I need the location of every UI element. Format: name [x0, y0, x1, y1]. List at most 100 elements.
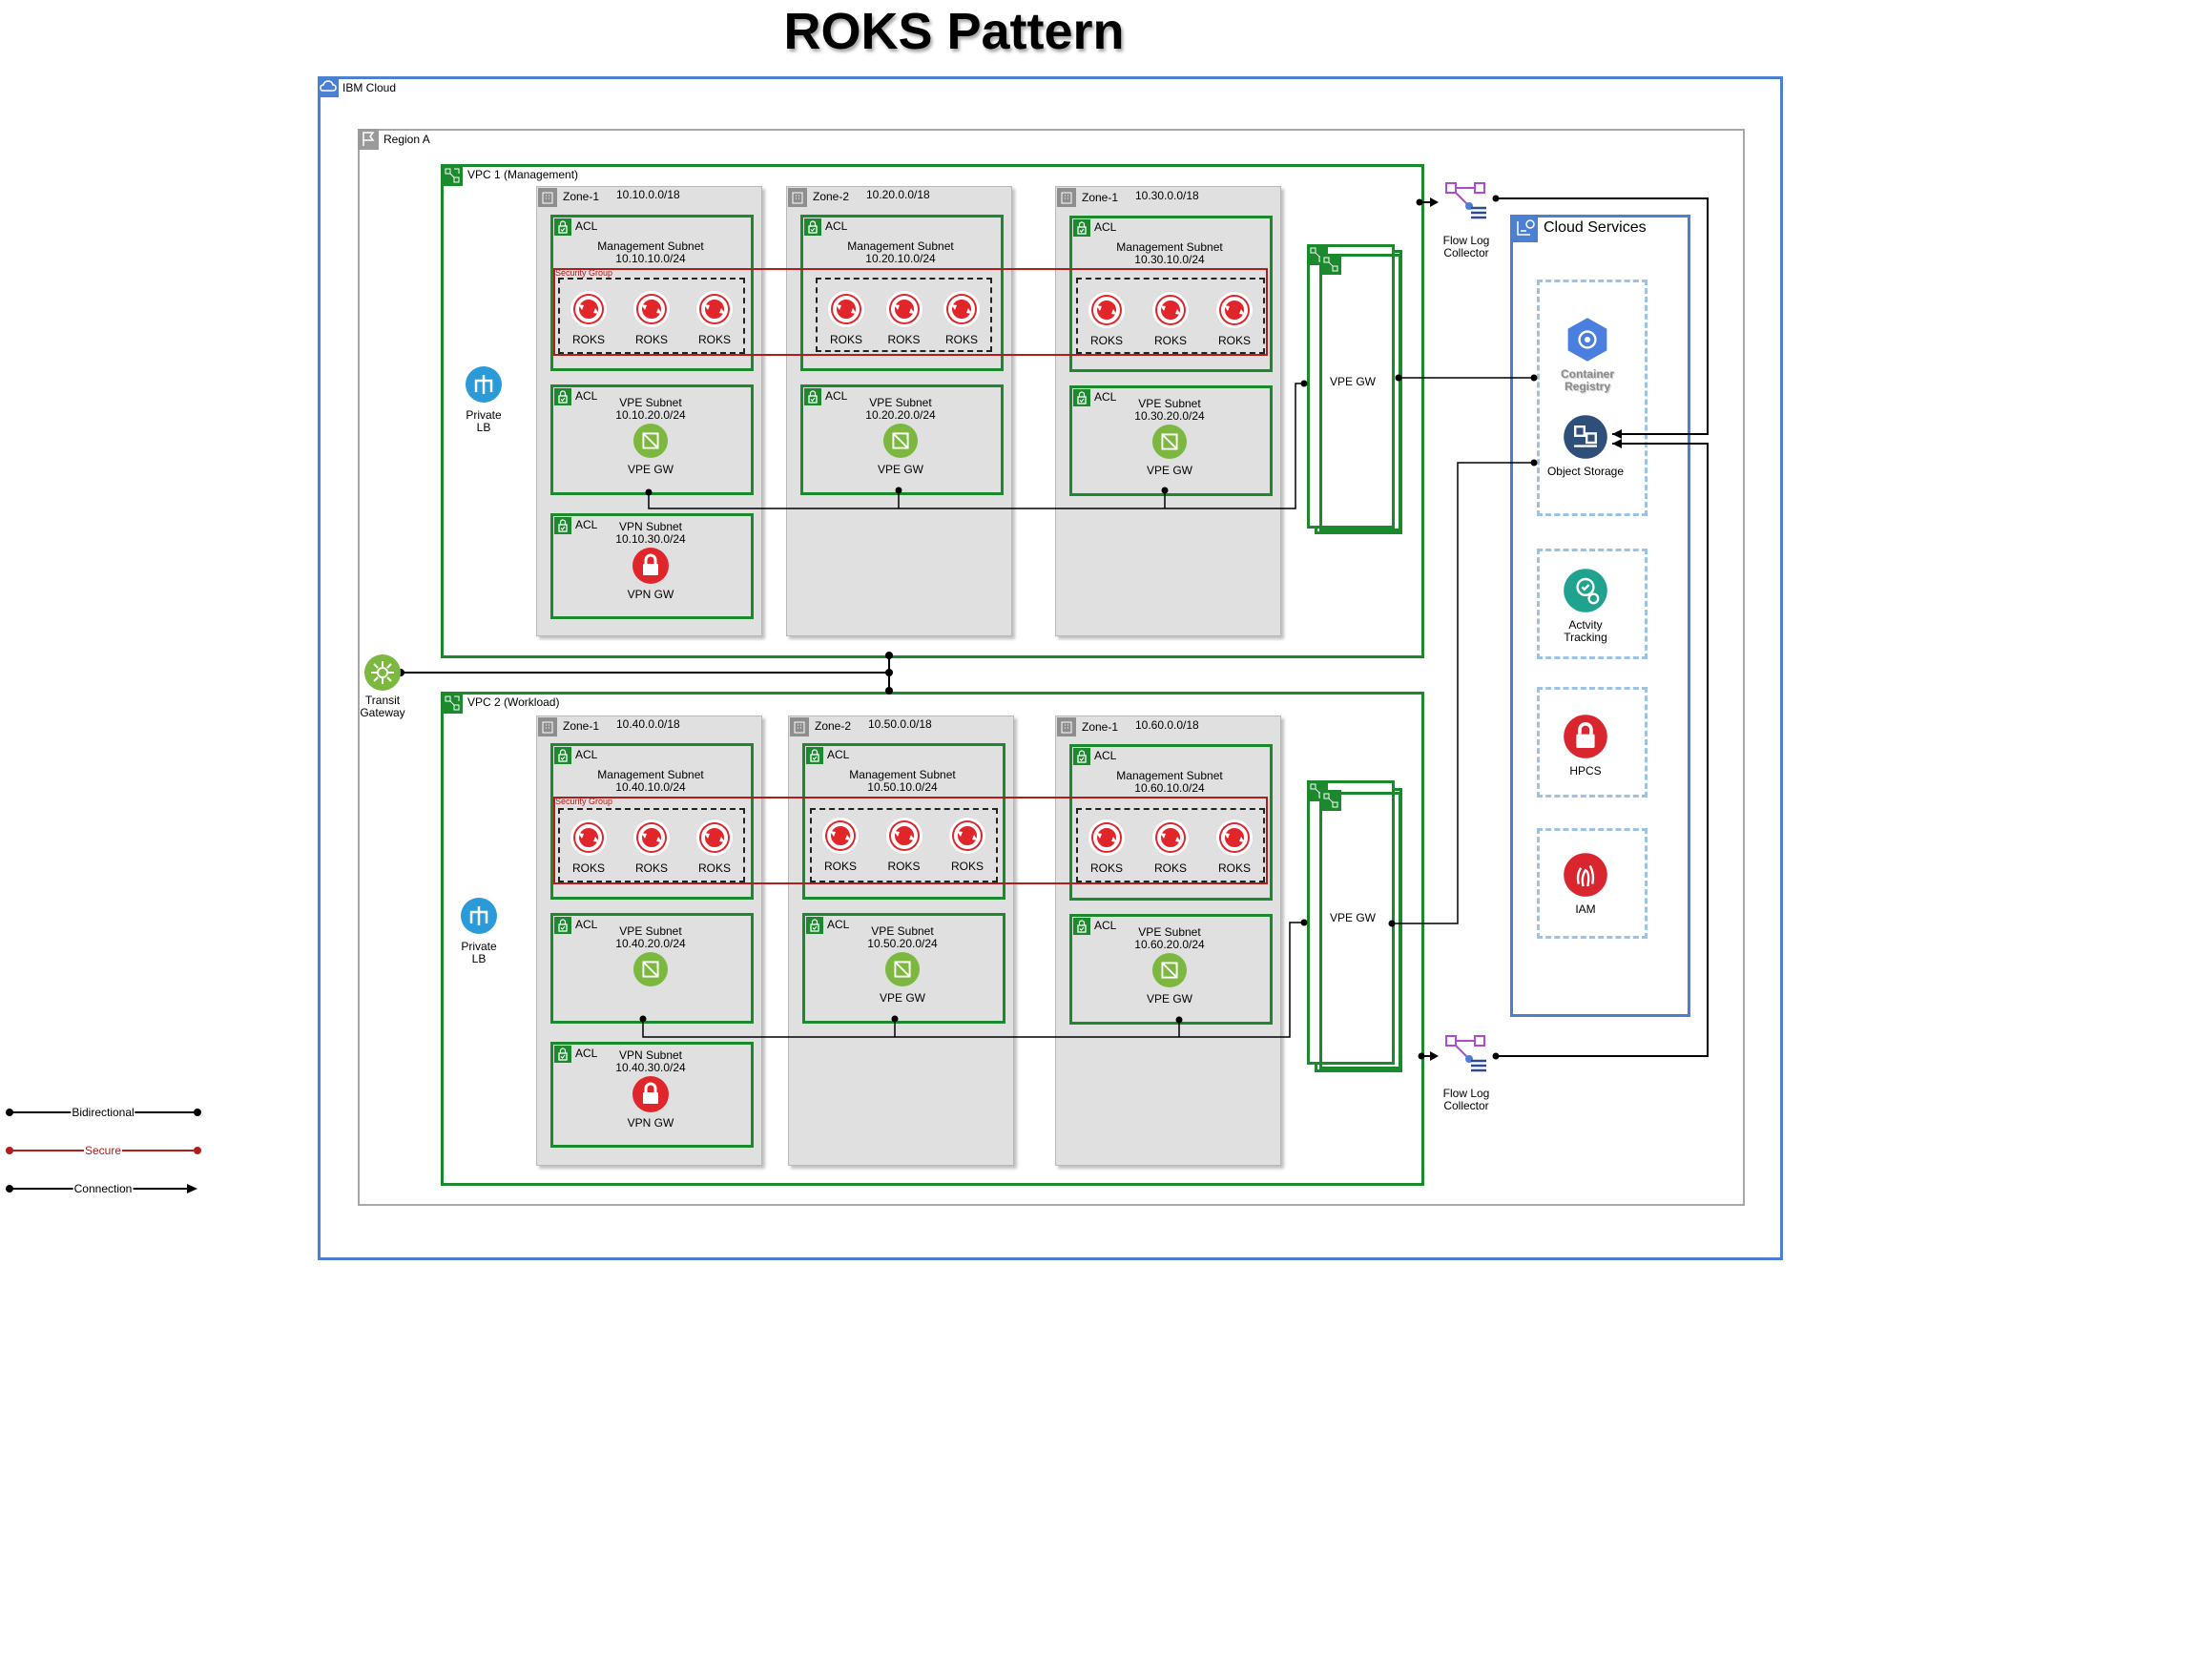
acl-label: ACL: [827, 918, 850, 931]
vpe-gateway-icon: [632, 951, 669, 987]
cloud-services-label: Cloud Services: [1544, 219, 1647, 236]
security-group-label: Security Group: [555, 268, 613, 278]
vpc2-z1-vpe-subnet: [550, 913, 754, 1024]
roks-icon: [884, 290, 923, 328]
roks-label: ROKS: [634, 861, 669, 875]
vpe-gw-label: VPE GW: [877, 463, 924, 476]
vpc2-z2-mgmt-subnet: [802, 743, 1005, 900]
vpc2-z2-vpe-subnet: [802, 913, 1005, 1024]
service-label: HPCS: [1569, 764, 1602, 778]
service-slot-hpcs: [1537, 687, 1648, 798]
vpe-gw-stack-label: VPE GW: [1329, 375, 1377, 388]
acl-lock-icon: [804, 218, 821, 236]
service-label: IAM: [1575, 902, 1596, 916]
acl-label: ACL: [1094, 220, 1117, 234]
vpe-subnet-label: VPE Subnet: [1138, 925, 1201, 939]
vpe-gateway-icon: [882, 423, 919, 459]
vpc2-z1-vpn-subnet: [550, 1042, 754, 1148]
acl-lock-icon: [1073, 918, 1090, 935]
roks-label: ROKS: [1153, 861, 1188, 875]
zone-building-icon: [538, 188, 557, 207]
roks-icon: [695, 290, 734, 328]
transit-link: [399, 654, 890, 692]
transit-gateway-icon: [363, 653, 402, 692]
vpc1-z1-vpn-subnet: [550, 513, 754, 619]
vpn-gateway-icon: [632, 547, 670, 585]
vpc2-z3-vpe-subnet: [1069, 914, 1273, 1025]
roks-label: ROKS: [697, 333, 732, 346]
private-lb-icon: [465, 365, 503, 404]
security-group-box: [810, 808, 998, 882]
roks-icon: [1215, 291, 1254, 329]
roks-label: ROKS: [887, 860, 921, 873]
vpe-subnet-cidr: 10.10.20.0/24: [615, 408, 686, 422]
roks-icon: [943, 290, 981, 328]
secure-group-vpc1: [553, 268, 1268, 356]
vpc1-label: VPC 1 (Management): [467, 168, 579, 181]
vpe-subnet-label: VPE Subnet: [869, 396, 932, 409]
vpn-subnet-cidr: 10.10.30.0/24: [615, 532, 686, 546]
private-lb-label: Private: [461, 940, 497, 953]
flow-log-collector-icon: [1442, 179, 1490, 221]
vpe-gateway-icon: [632, 423, 669, 459]
roks-icon: [1151, 819, 1190, 857]
region-label: Region A: [383, 133, 430, 146]
hpcs-icon: [1563, 714, 1608, 759]
vpn-gw-label: VPN GW: [627, 588, 674, 601]
acl-label: ACL: [575, 1047, 598, 1060]
vpe-gw-label: VPE GW: [879, 991, 926, 1005]
vpe-gw-stack-icon: [1320, 254, 1341, 275]
vpe-subnet-label: VPE Subnet: [619, 396, 682, 409]
vpc2-icon: [442, 693, 463, 714]
flow-log-collector-label: Flow Log: [1442, 1087, 1490, 1100]
transit-gateway-label: Transit: [364, 694, 401, 707]
roks-label: ROKS: [823, 860, 858, 873]
mgmt-subnet-label: Management Subnet: [597, 239, 704, 253]
transit-gateway-label: Gateway: [360, 706, 405, 719]
diagram-title: ROKS Pattern: [783, 3, 1125, 60]
zone-name: Zone-2: [813, 190, 850, 203]
mgmt-subnet-label: Management Subnet: [597, 768, 704, 781]
zone-cidr: 10.60.0.0/18: [1135, 718, 1199, 732]
service-slot-activity-tracking: [1537, 549, 1648, 659]
service-slot-iam: [1537, 828, 1648, 939]
zone-name: Zone-1: [563, 190, 600, 203]
acl-label: ACL: [1094, 749, 1117, 762]
zone-name: Zone-2: [815, 719, 852, 733]
zone-building-icon: [1057, 188, 1076, 207]
vpe-gw-label: VPE GW: [1146, 464, 1193, 477]
secure-group-vpc2: [553, 797, 1268, 884]
vpc1-z1-vpe-subnet: [550, 384, 754, 495]
private-lb-label: LB: [471, 952, 487, 965]
roks-label: ROKS: [1153, 334, 1188, 347]
vpn-subnet-label: VPN Subnet: [618, 1048, 683, 1062]
vpc1-zone-2: [786, 186, 1012, 636]
vpe-subnet-cidr: 10.30.20.0/24: [1134, 409, 1205, 423]
legend-label: Secure: [83, 1144, 123, 1157]
mgmt-subnet-cidr: 10.30.10.0/24: [1134, 253, 1205, 266]
acl-lock-icon: [1073, 219, 1090, 237]
acl-lock-icon: [804, 388, 821, 405]
roks-label: ROKS: [950, 860, 985, 873]
roks-icon: [695, 819, 734, 857]
vpe-subnet-cidr: 10.20.20.0/24: [865, 408, 936, 422]
private-lb-label: LB: [476, 421, 491, 434]
vpe-subnet-cidr: 10.50.20.0/24: [867, 937, 938, 950]
roks-icon: [632, 290, 671, 328]
mgmt-subnet-cidr: 10.20.10.0/24: [865, 252, 936, 265]
vpe-subnet-label: VPE Subnet: [871, 924, 934, 938]
zone-name: Zone-1: [1082, 720, 1119, 734]
zone-cidr: 10.20.0.0/18: [866, 188, 930, 201]
object-storage-icon: [1563, 414, 1608, 460]
iam-icon: [1563, 852, 1608, 898]
acl-lock-icon: [1073, 389, 1090, 406]
vpc1-vpe-gw-stack-front: [1319, 254, 1401, 531]
service-label: Registry: [1564, 380, 1611, 393]
vpe-gw-label: VPE GW: [627, 463, 674, 476]
roks-icon: [884, 817, 923, 855]
vpc1-z1-mgmt-subnet: [550, 215, 754, 371]
ibm-cloud-icon: [318, 76, 339, 97]
acl-label: ACL: [825, 389, 848, 403]
private-lb-icon: [460, 897, 498, 935]
